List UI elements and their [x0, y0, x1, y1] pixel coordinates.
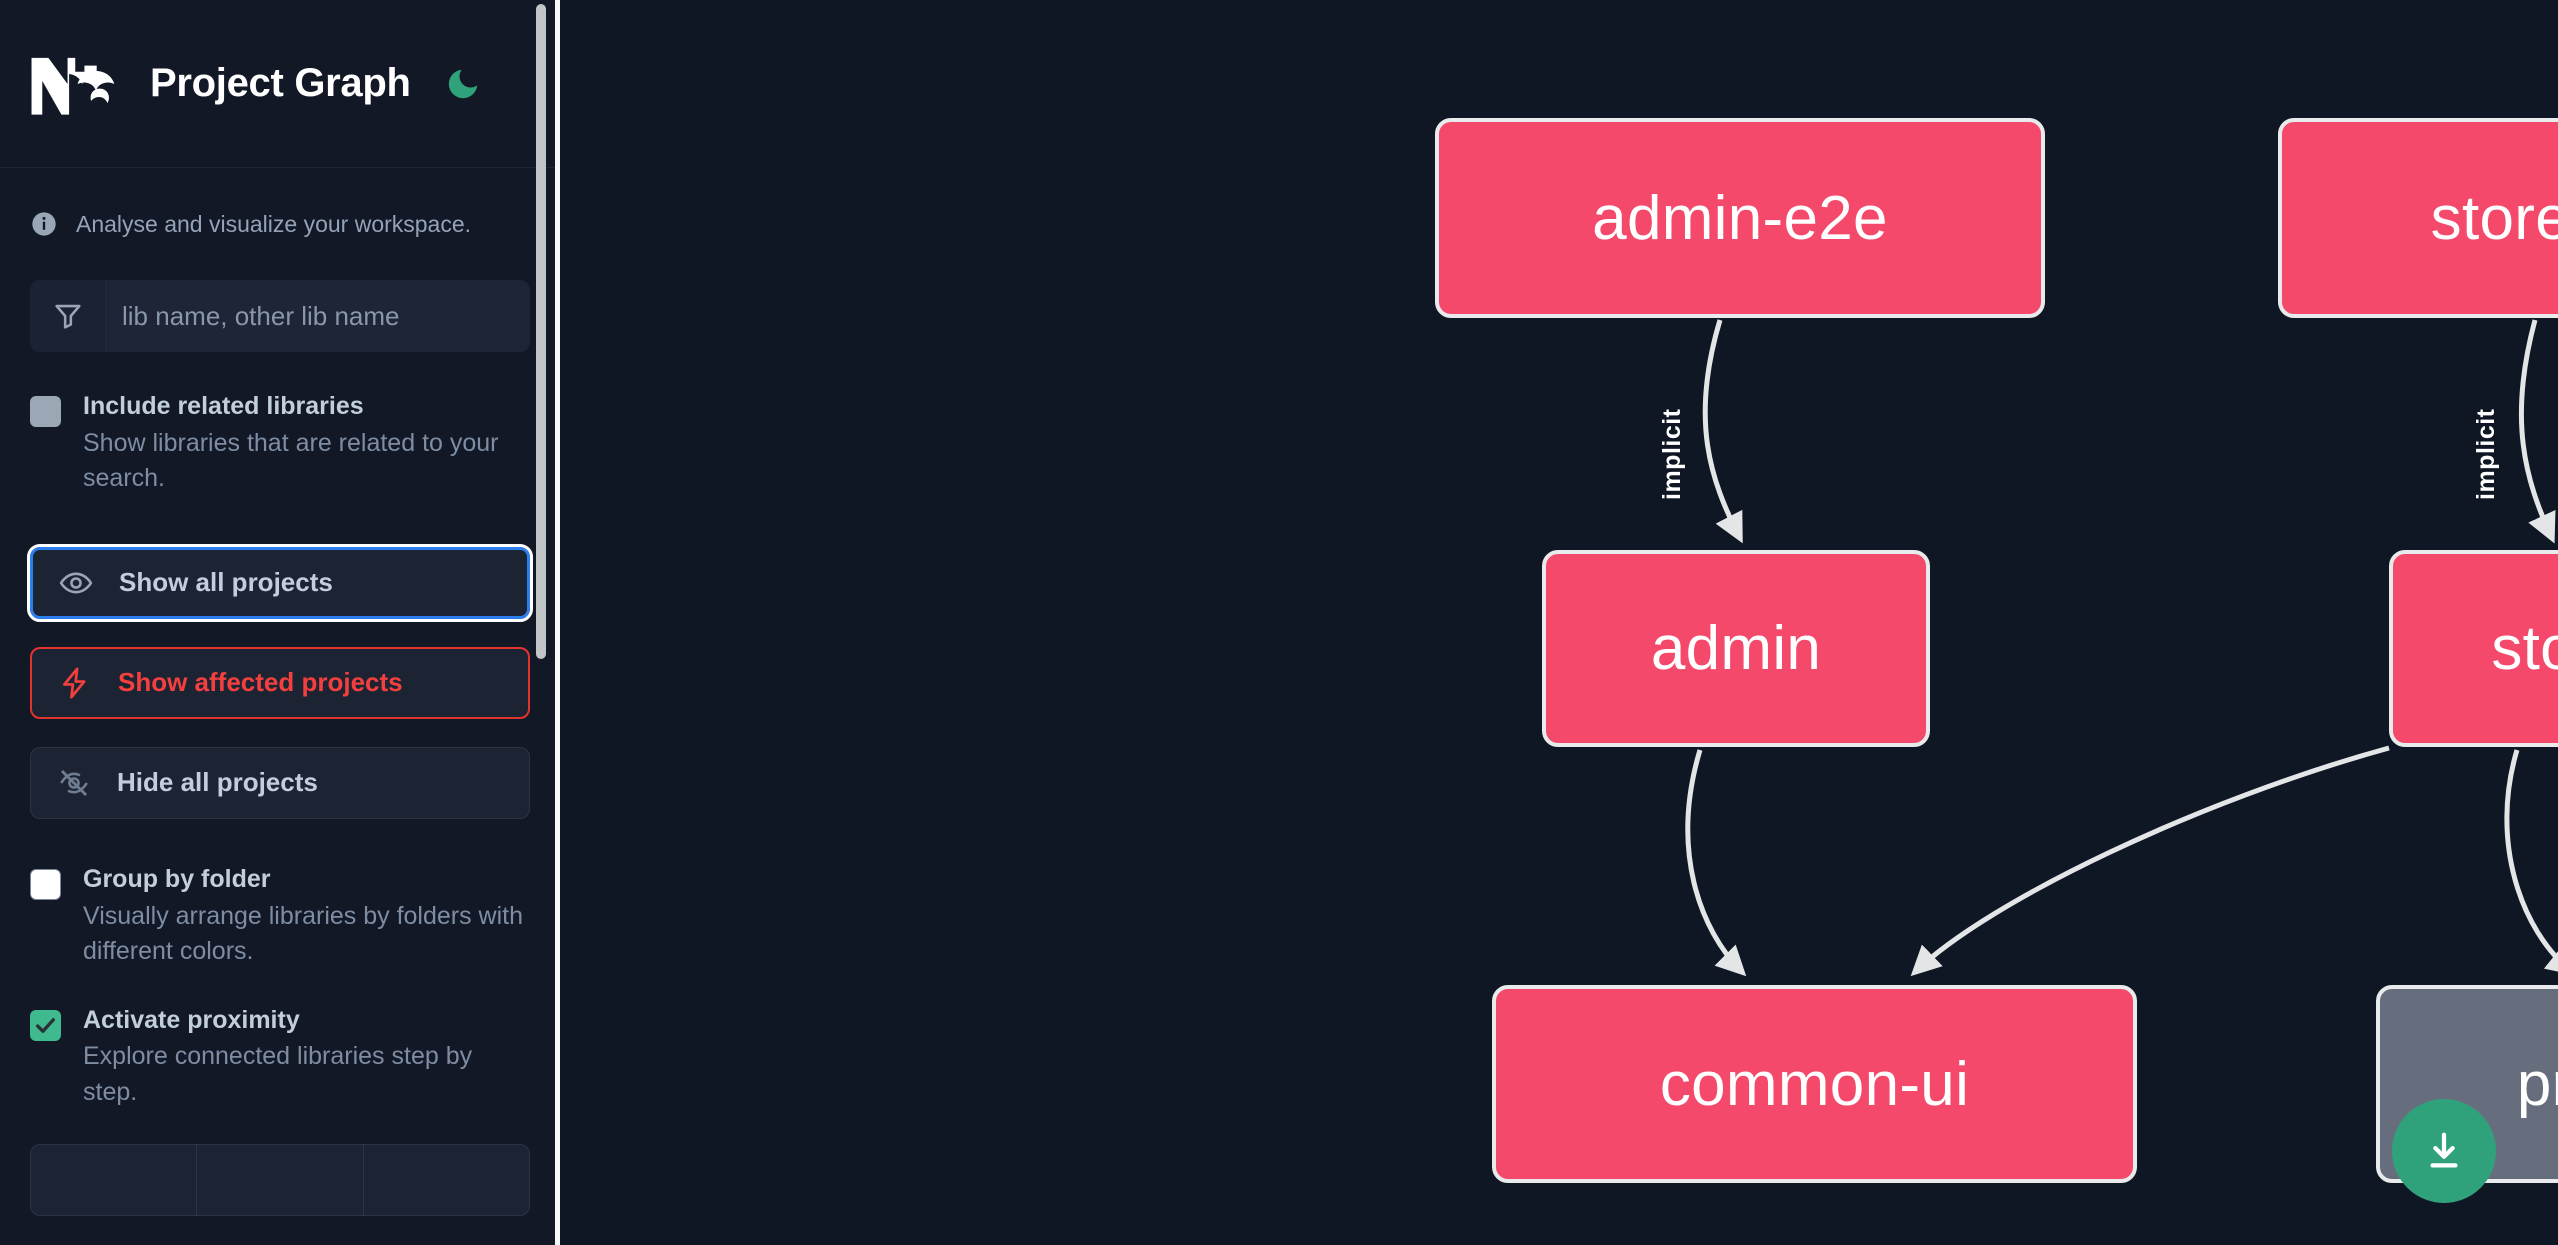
- edge-admin-e2e-admin: [1702, 319, 1743, 544]
- checkbox-box[interactable]: [30, 1009, 61, 1041]
- lightning-bolt-icon: [58, 666, 94, 700]
- sidebar-body: Include related libraries Show libraries…: [0, 280, 560, 1217]
- edge-admin-common-ui: [1685, 749, 1747, 977]
- checkbox-label: Group by folder: [83, 864, 271, 893]
- node-label: admin-e2e: [1592, 183, 1888, 253]
- edge-store-products: [2504, 749, 2558, 976]
- checkbox-box[interactable]: [30, 396, 61, 427]
- node-label: store: [2491, 614, 2558, 683]
- eye-icon: [59, 566, 95, 600]
- download-icon: [2430, 1132, 2458, 1168]
- graph-node-admin[interactable]: admin: [1542, 550, 1930, 747]
- checkbox-box[interactable]: [30, 868, 61, 900]
- bottom-group-item[interactable]: [31, 1145, 198, 1216]
- search-input[interactable]: [106, 280, 530, 352]
- graph-node-common-ui[interactable]: common-ui: [1492, 985, 2137, 1183]
- node-label: products: [2516, 1049, 2558, 1119]
- show-affected-projects-button[interactable]: Show affected projects: [30, 646, 530, 719]
- edge-store-common-ui: [1910, 745, 2390, 977]
- edge-label-implicit-admin: implicit: [1658, 408, 1686, 500]
- moon-icon[interactable]: [441, 62, 485, 106]
- page-title: Project Graph: [150, 61, 411, 105]
- graph-canvas[interactable]: admin-e2e store-e2e admin store common-u…: [560, 0, 2558, 1245]
- graph-edges: [1685, 319, 2558, 977]
- checkbox-description: Visually arrange libraries by folders wi…: [83, 901, 524, 966]
- checkbox-description: Show libraries that are related to your …: [83, 428, 499, 493]
- sidebar: Project Graph Analyse and visualize your…: [0, 0, 560, 1245]
- sidebar-header: Project Graph: [0, 0, 560, 168]
- workspace-info: Analyse and visualize your workspace.: [0, 168, 560, 280]
- graph-node-admin-e2e[interactable]: admin-e2e: [1435, 118, 2045, 318]
- checkbox-activate-proximity[interactable]: Activate proximity Explore connected lib…: [30, 1004, 530, 1111]
- download-button[interactable]: [2392, 1099, 2496, 1203]
- sidebar-scrollbar[interactable]: [534, 0, 548, 1245]
- hide-all-projects-label: Hide all projects: [117, 767, 318, 798]
- filter-funnel-icon: [30, 280, 106, 352]
- graph-node-store[interactable]: store: [2389, 550, 2558, 747]
- bottom-group-item[interactable]: [363, 1145, 529, 1216]
- bottom-button-group[interactable]: [30, 1144, 530, 1217]
- edge-store-e2e-store: [2518, 319, 2556, 544]
- checkbox-label: Include related libraries: [83, 392, 364, 420]
- show-affected-projects-label: Show affected projects: [118, 667, 403, 698]
- info-circle-icon: [30, 210, 58, 238]
- show-all-projects-button[interactable]: Show all projects: [27, 543, 533, 622]
- node-label: common-ui: [1659, 1049, 1970, 1119]
- eye-off-icon: [57, 766, 93, 800]
- checkbox-group-by-folder[interactable]: Group by folder Visually arrange librari…: [30, 863, 530, 970]
- edge-label-implicit-store: implicit: [2472, 408, 2500, 500]
- graph-node-store-e2e[interactable]: store-e2e: [2278, 118, 2558, 318]
- search-box[interactable]: [30, 280, 530, 352]
- node-label: admin: [1650, 614, 1822, 683]
- checkbox-label: Activate proximity: [83, 1005, 300, 1034]
- nx-logo-icon: [30, 50, 122, 118]
- workspace-info-text: Analyse and visualize your workspace.: [76, 210, 472, 237]
- hide-all-projects-button[interactable]: Hide all projects: [30, 746, 530, 819]
- sidebar-edge: [555, 0, 560, 1245]
- node-label: store-e2e: [2430, 183, 2558, 253]
- show-all-projects-label: Show all projects: [119, 567, 333, 598]
- scrollbar-thumb[interactable]: [536, 4, 546, 659]
- checkbox-description: Explore connected libraries step by step…: [83, 1042, 473, 1106]
- checkbox-include-related-libraries[interactable]: Include related libraries Show libraries…: [30, 390, 530, 497]
- bottom-group-item[interactable]: [197, 1145, 364, 1216]
